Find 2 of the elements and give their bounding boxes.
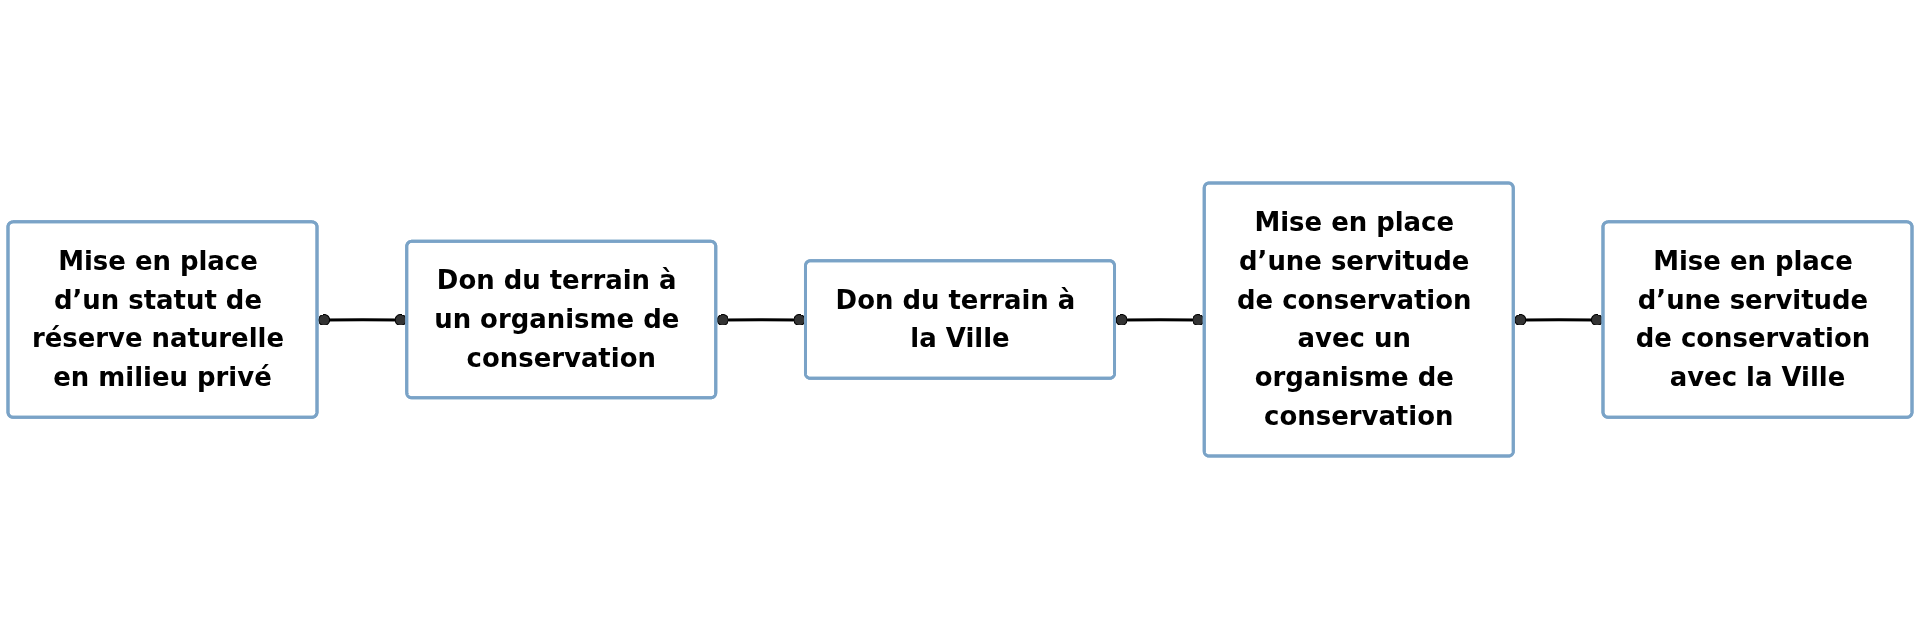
connector [716,314,806,327]
connector [1115,314,1205,327]
